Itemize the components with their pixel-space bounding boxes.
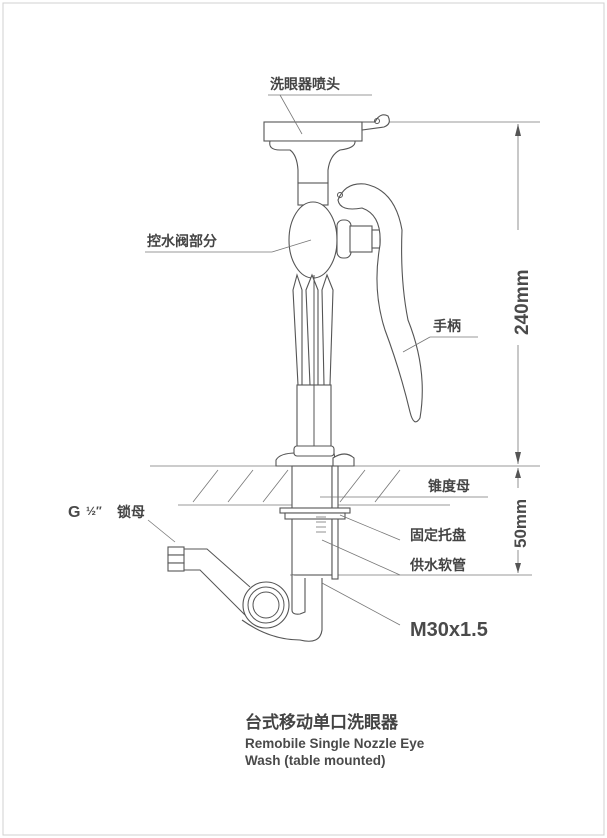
label-thread-spec: M30x1.5 bbox=[410, 619, 488, 641]
title-english-line2: Wash (table mounted) bbox=[245, 753, 386, 768]
label-lock-nut-prefix: G bbox=[68, 504, 80, 521]
stem-assembly bbox=[275, 273, 355, 575]
leader-lines bbox=[145, 94, 488, 626]
label-nozzle-head: 洗眼器喷头 bbox=[270, 76, 340, 93]
nozzle-head bbox=[263, 114, 390, 206]
title-chinese: 台式移动单口洗眼器 bbox=[245, 712, 399, 733]
dimension-50mm: 50mm bbox=[511, 499, 530, 548]
title-english-line1: Remobile Single Nozzle Eye bbox=[245, 736, 425, 751]
label-lock-nut-fraction: ½″ bbox=[86, 504, 102, 518]
label-supply-hose: 供水软管 bbox=[409, 557, 466, 574]
label-handle: 手柄 bbox=[433, 318, 461, 335]
label-valve-section: 控水阀部分 bbox=[147, 233, 217, 250]
valve-body bbox=[288, 201, 381, 279]
handle bbox=[337, 183, 423, 423]
label-fixing-tray: 固定托盘 bbox=[410, 527, 466, 544]
dimension-240mm: 240mm bbox=[512, 270, 533, 336]
label-lock-nut: 锁母 bbox=[117, 504, 145, 521]
label-taper-nut: 锥度母 bbox=[428, 478, 470, 495]
under-table-assembly bbox=[167, 465, 351, 642]
